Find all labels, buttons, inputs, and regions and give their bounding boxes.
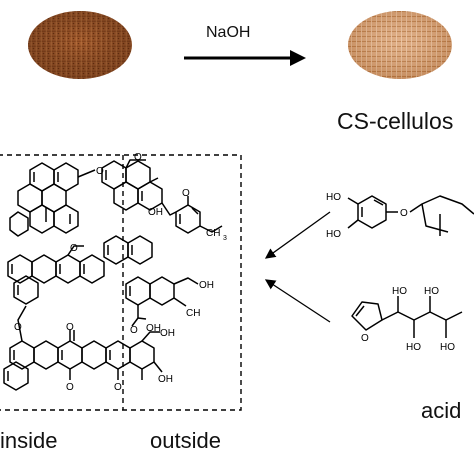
atom-label-ho: HO: [326, 192, 341, 203]
atom-label-o: O: [182, 188, 190, 199]
cs-cellulose-label: CS-cellulos: [337, 108, 454, 134]
atom-label-sub3: 3: [223, 235, 227, 242]
char-atom-labels: O O OH O CH 3 O OH CH OH O O O O OH OH O: [14, 152, 227, 393]
converging-arrows: [264, 211, 331, 323]
furan-polyol-molecule: [351, 296, 463, 338]
untreated-fabric-disc: [28, 11, 132, 79]
inside-label: inside: [0, 428, 58, 453]
atom-label-o: O: [96, 166, 104, 177]
naoh-reaction-arrow: [184, 50, 306, 66]
atom-label-ho: HO: [326, 229, 341, 240]
atom-label-o: O: [114, 382, 122, 393]
atom-label-o: O: [130, 325, 138, 336]
atom-label-o: O: [14, 322, 22, 333]
atom-label-ch3: CH: [206, 228, 220, 239]
cs-cellulose-disc: [348, 11, 452, 79]
char-polycyclic-structure: [3, 159, 223, 391]
atom-label-oh: OH: [160, 328, 175, 339]
atom-label-oh: OH: [199, 280, 214, 291]
atom-label-ho: HO: [406, 342, 421, 353]
atom-label-ho: HO: [392, 286, 407, 297]
atom-label-ho: HO: [440, 342, 455, 353]
outside-label: outside: [150, 428, 221, 453]
acid-label: acid: [421, 398, 462, 423]
catechol-glycoside-molecule: [347, 195, 474, 236]
catechol-atom-labels: HO HO O: [326, 192, 408, 240]
atom-label-oh: OH: [148, 207, 163, 218]
furan-atom-labels: O HO HO HO HO: [361, 286, 455, 353]
atom-label-ho: HO: [424, 286, 439, 297]
atom-label-oh: OH: [146, 323, 161, 334]
atom-label-o: O: [400, 208, 408, 219]
atom-label-o: O: [134, 152, 142, 163]
atom-label-o: O: [70, 243, 78, 254]
char-structure-dashed-box: [0, 154, 242, 411]
atom-label-oh: OH: [158, 374, 173, 385]
atom-label-ch3: CH: [186, 308, 200, 319]
atom-label-o: O: [66, 382, 74, 393]
atom-label-o: O: [361, 333, 369, 344]
atom-label-o: O: [66, 322, 74, 333]
naoh-label: NaOH: [206, 24, 251, 41]
